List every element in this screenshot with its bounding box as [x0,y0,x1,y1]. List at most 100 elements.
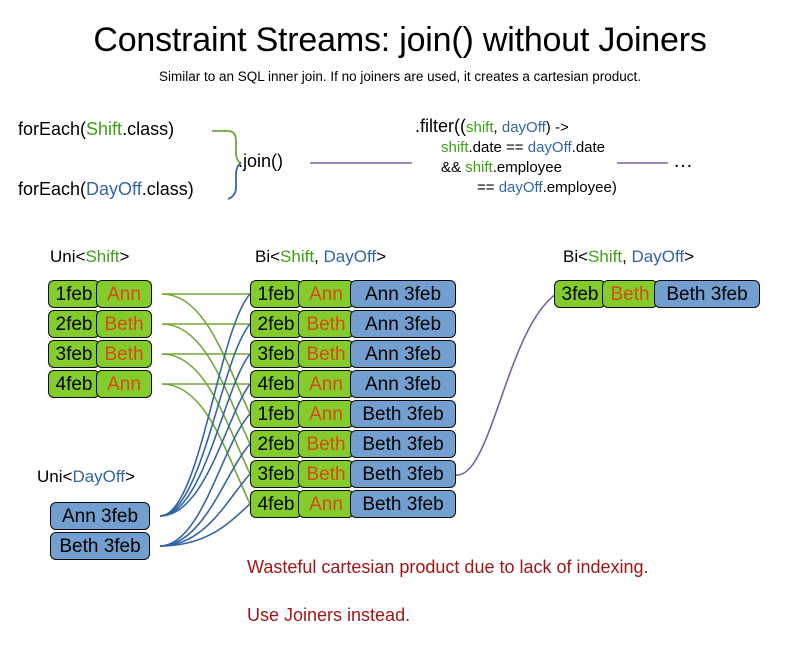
result-shift-employee: Beth [602,280,658,308]
header-bi-result-comma: , [622,247,632,266]
bi-shift-date: 3feb [250,460,302,488]
bi-dayoff-pair: Beth 3feb [350,460,456,488]
shift-date: 2feb [48,310,100,338]
header-uni-dayoff-type: DayOff [72,467,126,486]
header-uni-dayoff-prefix: Uni< [37,467,73,486]
bi-shift-employee: Ann [298,280,354,308]
header-bi-result-type1: Shift [588,247,623,266]
header-bi-comma: , [314,247,324,266]
header-uni-shift-suffix: > [119,247,130,266]
header-bi-result-suffix: > [684,247,695,266]
edge-shift4-bi8 [161,383,251,505]
shift-employee: Beth [96,340,152,368]
bi-shift-date: 2feb [250,310,302,338]
header-bi-type1: Shift [280,247,315,266]
filter-param-comma: , [493,119,502,136]
bi-row[interactable]: 4feb Ann Beth 3feb [250,490,456,518]
header-bi-prefix: Bi< [255,247,281,266]
header-bi-filtered: Bi<Shift, DayOff> [563,246,694,268]
bi-shift-date: 1feb [250,400,302,428]
for-each-dayoff-expression: forEach(DayOff.class) [18,178,194,201]
edge-dayoff1-bi1 [159,293,251,517]
warning-line-2: Use Joiners instead. [247,605,411,625]
filter-param-dayoff: dayOff [501,119,546,136]
bi-shift-date: 4feb [250,370,302,398]
filter-line2-end: .date [571,139,606,156]
uni-dayoff-row[interactable]: Ann 3feb [50,502,150,530]
shift-date: 4feb [48,370,100,398]
filter-line2-shift: shift [441,139,469,156]
page-subtitle: Similar to an SQL inner join. If no join… [159,69,641,84]
bi-shift-date: 3feb [250,340,302,368]
header-uni-shift-prefix: Uni< [50,247,86,266]
result-shift-date: 3feb [554,280,606,308]
bi-dayoff-pair: Ann 3feb [350,370,456,398]
bi-row[interactable]: 4feb Ann Ann 3feb [250,370,456,398]
filter-prefix: .filter(( [415,116,466,136]
bi-dayoff-pair: Beth 3feb [350,400,456,428]
filter-lambda-arrow: ) -> [545,119,569,136]
bi-shift-date: 1feb [250,280,302,308]
filter-line3-and: && [441,159,466,176]
for-each-dayoff-prefix: forEach( [18,179,87,199]
warning-line-1: Wasteful cartesian product due to lack o… [247,557,649,577]
bi-shift-date: 4feb [250,490,302,518]
filter-line2-dayoff: dayOff [527,139,572,156]
bi-row[interactable]: 2feb Beth Beth 3feb [250,430,456,458]
bi-dayoff-pair: Ann 3feb [350,280,456,308]
bi-row[interactable]: 3feb Beth Ann 3feb [250,340,456,368]
bi-row[interactable]: 3feb Beth Beth 3feb [250,460,456,488]
uni-shift-row[interactable]: 1feb Ann [48,280,152,308]
header-bi-cartesian: Bi<Shift, DayOff> [255,246,386,268]
edge-dayoff1-bi3 [159,353,251,517]
join-call-label: .join() [238,151,284,171]
bi-shift-employee: Beth [298,430,354,458]
edge-dayoff2-bi6 [159,443,251,547]
for-each-shift-type: Shift [86,119,123,139]
header-uni-dayoff-suffix: > [125,467,135,486]
edge-dayoff2-bi5 [159,413,251,547]
shift-employee: Ann [96,370,152,398]
filter-call-expression: .filter((shift, dayOff) ->shift.date == … [415,116,617,198]
header-bi-type2: DayOff [323,247,377,266]
edge-shift-to-join [212,130,242,164]
bi-shift-employee: Ann [298,490,354,518]
header-bi-result-type2: DayOff [631,247,685,266]
edge-dayoff1-bi4 [159,383,251,517]
edge-dayoff2-bi7 [159,473,251,547]
bi-filtered-row[interactable]: 3feb Beth Beth 3feb [554,280,760,308]
bi-dayoff-pair: Ann 3feb [350,310,456,338]
uni-shift-row[interactable]: 2feb Beth [48,310,152,338]
edge-bi7-to-result [451,293,557,476]
filter-line2-mid: .date == [468,139,528,156]
header-uni-shift-type: Shift [85,247,120,266]
shift-date: 3feb [48,340,100,368]
bi-dayoff-pair: Beth 3feb [350,490,456,518]
dayoff-pair: Beth 3feb [50,532,150,560]
for-each-shift-expression: forEach(Shift.class) [18,118,174,141]
shift-employee: Beth [96,310,152,338]
edge-shift3-bi7 [161,353,251,475]
for-each-shift-prefix: forEach( [18,119,87,139]
for-each-dayoff-suffix: .class) [141,179,194,199]
bi-shift-employee: Beth [298,460,354,488]
bi-shift-date: 2feb [250,430,302,458]
edge-dayoff2-bi8 [159,503,251,547]
shift-employee: Ann [96,280,152,308]
bi-shift-employee: Ann [298,400,354,428]
filter-line4-end: .employee) [542,179,617,196]
for-each-dayoff-type: DayOff [86,179,142,199]
uni-shift-row[interactable]: 3feb Beth [48,340,152,368]
slide-canvas: Constraint Streams: join() without Joine… [18,21,760,625]
shift-date: 1feb [48,280,100,308]
bi-row[interactable]: 2feb Beth Ann 3feb [250,310,456,338]
bi-row[interactable]: 1feb Ann Beth 3feb [250,400,456,428]
header-uni-shift: Uni<Shift> [50,246,129,268]
pipeline-ellipsis: … [673,150,693,172]
uni-shift-row[interactable]: 4feb Ann [48,370,152,398]
bi-row[interactable]: 1feb Ann Ann 3feb [250,280,456,308]
for-each-shift-suffix: .class) [122,119,175,139]
edge-shift2-bi6 [161,323,251,445]
uni-dayoff-row[interactable]: Beth 3feb [50,532,150,560]
filter-line3-end: .employee [492,159,562,176]
